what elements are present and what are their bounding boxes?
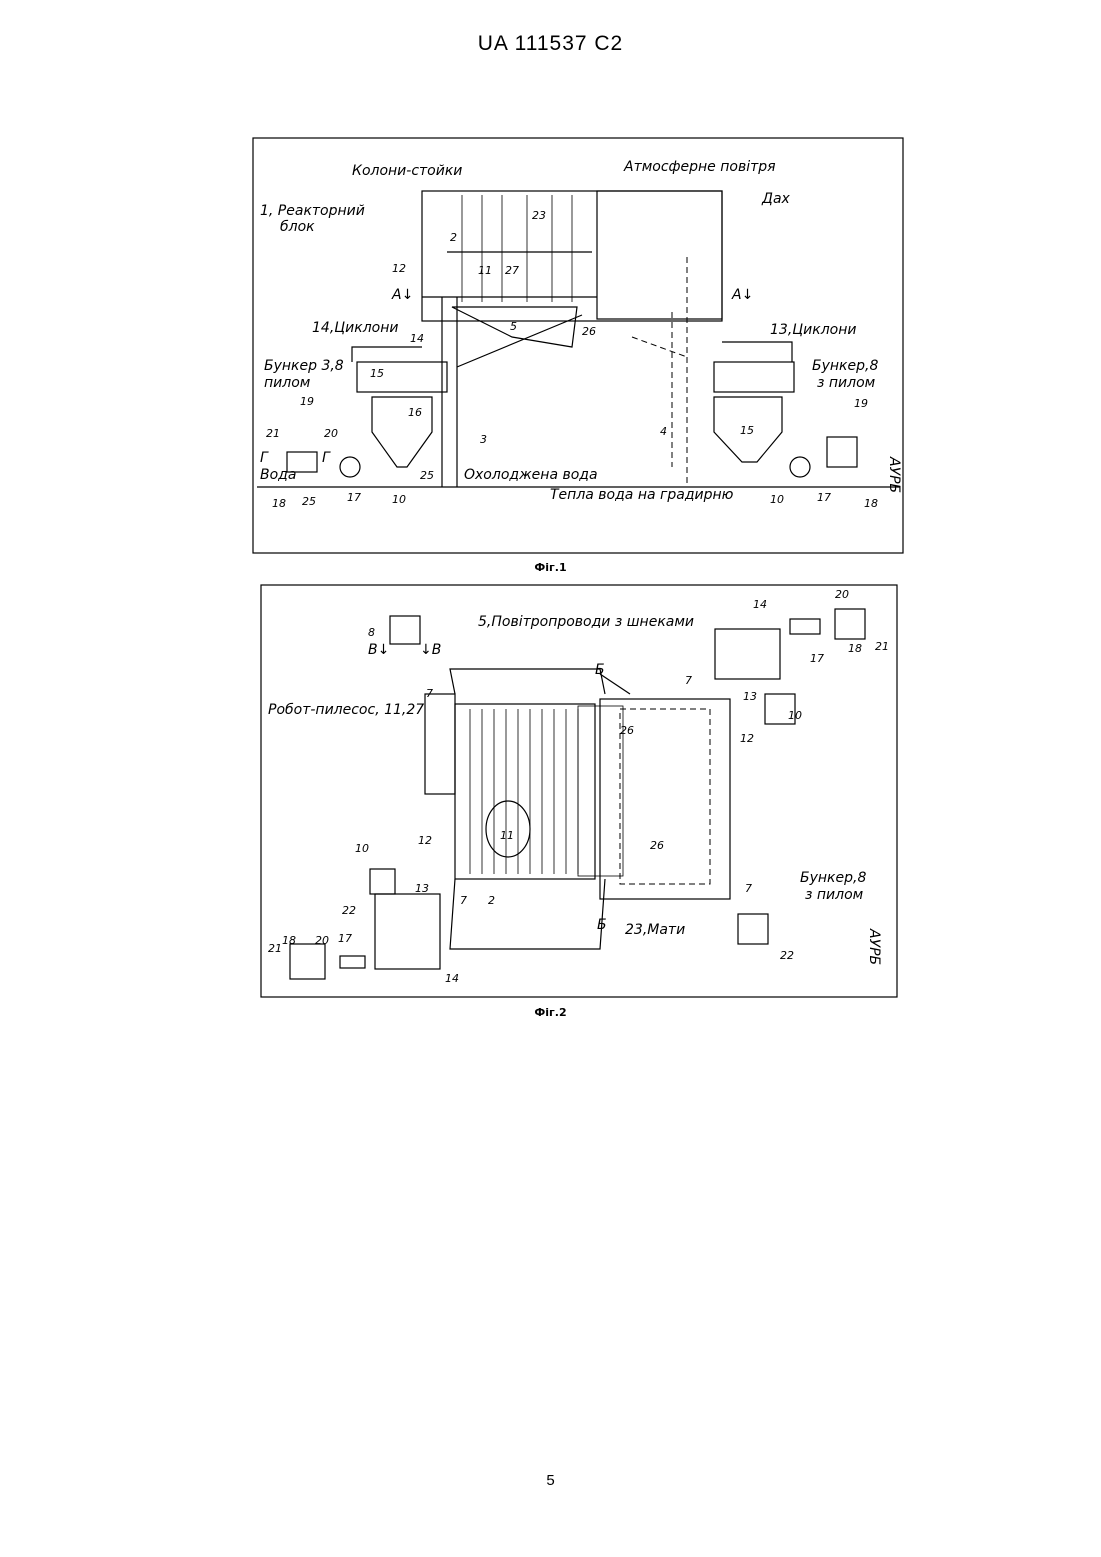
num-15-right: 15 <box>740 424 754 437</box>
label-ducts: 5,Повітропроводи з шнеками <box>478 614 694 630</box>
num-5: 5 <box>510 320 517 333</box>
label-reactor-2: блок <box>280 219 315 235</box>
label-air: Атмосферне повітря <box>623 159 776 175</box>
num-2: 2 <box>450 231 457 244</box>
figure-1-drawing: Колони-стойки Атмосферне повітря Дах 1, … <box>252 137 904 555</box>
num-27: 27 <box>505 264 519 277</box>
num-12-right: 12 <box>740 732 754 745</box>
num-25-left: 25 <box>302 495 316 508</box>
num-8: 8 <box>368 626 375 639</box>
num-4: 4 <box>660 425 667 438</box>
num-7-top-left: 7 <box>426 687 433 700</box>
num-22-right: 22 <box>780 949 794 962</box>
num-20: 20 <box>324 427 338 440</box>
label-g-left: Г <box>260 450 269 466</box>
num-17-left: 17 <box>347 491 361 504</box>
num-14-top: 14 <box>753 598 767 611</box>
num-26-bottom: 26 <box>650 839 664 852</box>
num-12: 12 <box>392 262 406 275</box>
label-reactor-1: 1, Реакторний <box>260 203 365 219</box>
label-cooled-water: Охолоджена вода <box>464 467 598 483</box>
label-section-a-left: А↓ <box>391 287 413 303</box>
label-g-right: Г <box>322 450 331 466</box>
num-18-left: 18 <box>282 934 296 947</box>
label-mats: 23,Мати <box>625 922 685 938</box>
num-21-top: 21 <box>875 640 889 653</box>
label-robot: Робот-пилесос, 11,27 <box>268 702 424 718</box>
num-12-left: 12 <box>418 834 432 847</box>
num-23: 23 <box>532 209 546 222</box>
figure-2-caption: Фіг.2 <box>0 1006 1101 1019</box>
num-17-top: 17 <box>810 652 824 665</box>
num-10-left: 10 <box>392 493 406 506</box>
num-26: 26 <box>582 325 596 338</box>
label-bunker8-2: з пилом <box>817 375 876 391</box>
label-bunker8-1: Бункер,8 <box>812 358 878 374</box>
num-7-bottom: 7 <box>460 894 467 907</box>
num-14-left: 14 <box>445 972 459 985</box>
num-10-right: 10 <box>770 493 784 506</box>
num-16: 16 <box>408 406 422 419</box>
label-bunker8-1: Бункер,8 <box>800 870 866 886</box>
num-7-top-right: 7 <box>685 674 692 687</box>
label-bunker8-2: з пилом <box>805 887 864 903</box>
num-22-left: 22 <box>342 904 356 917</box>
stamp-aurb: АУРБ <box>866 928 882 965</box>
num-25-center: 25 <box>420 469 434 482</box>
label-section-b-bottom: Б <box>597 917 607 933</box>
num-18-right: 18 <box>864 497 878 510</box>
label-section-b-top: Б <box>595 662 605 678</box>
figure-1-caption: Фіг.1 <box>0 561 1101 574</box>
label-bunker3-1: Бункер 3,8 <box>264 358 344 374</box>
stamp-aurb: АУРБ <box>886 456 902 493</box>
num-20-top: 20 <box>835 588 849 601</box>
label-section-a-right: А↓ <box>731 287 753 303</box>
num-11: 11 <box>500 829 514 842</box>
num-17-left: 17 <box>338 932 352 945</box>
label-bunker3-2: пилом <box>264 375 311 391</box>
label-cyclones-14: 14,Циклони <box>312 320 398 336</box>
num-15: 15 <box>370 367 384 380</box>
num-26-top: 26 <box>620 724 634 737</box>
num-13-left: 13 <box>415 882 429 895</box>
label-cyclones-13: 13,Циклони <box>770 322 856 338</box>
page-number: 5 <box>0 1472 1101 1489</box>
label-b-right: ↓В <box>420 642 441 658</box>
num-11: 11 <box>478 264 492 277</box>
num-10-top: 10 <box>788 709 802 722</box>
num-2: 2 <box>488 894 495 907</box>
patent-header: UA 111537 C2 <box>0 32 1101 56</box>
num-19-right: 19 <box>854 397 868 410</box>
num-13-top: 13 <box>743 690 757 703</box>
num-20-left: 20 <box>315 934 329 947</box>
label-b-left: В↓ <box>368 642 389 658</box>
num-18-left: 18 <box>272 497 286 510</box>
num-7-right: 7 <box>745 882 752 895</box>
num-21-left: 21 <box>268 942 282 955</box>
num-3: 3 <box>480 433 487 446</box>
label-water: Вода <box>260 467 296 483</box>
num-17-right: 17 <box>817 491 831 504</box>
num-10-left: 10 <box>355 842 369 855</box>
label-warm-water: Тепла вода на градирню <box>550 487 734 503</box>
figure-2-drawing: 5,Повітропроводи з шнеками Робот-пилесос… <box>260 584 898 1002</box>
num-19-left: 19 <box>300 395 314 408</box>
num-21: 21 <box>266 427 280 440</box>
num-18-top: 18 <box>848 642 862 655</box>
num-14: 14 <box>410 332 424 345</box>
label-columns: Колони-стойки <box>352 163 462 179</box>
label-roof: Дах <box>761 191 791 207</box>
